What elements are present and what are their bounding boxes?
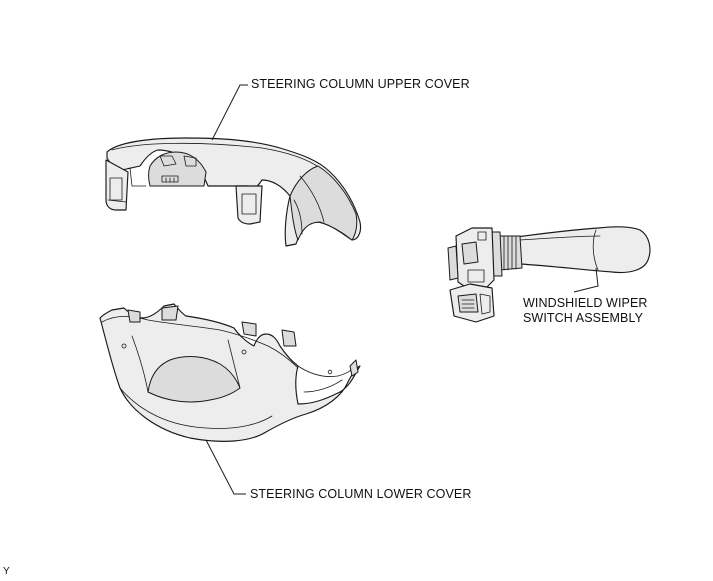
lower-cover-part — [99, 303, 361, 442]
wiper-switch-part — [447, 226, 651, 323]
upper-cover-part — [105, 137, 362, 247]
wiper-switch-label-line1: WINDSHIELD WIPER — [523, 296, 648, 310]
wiper-switch-label-line2: SWITCH ASSEMBLY — [523, 311, 644, 325]
upper-cover-label: STEERING COLUMN UPPER COVER — [251, 77, 470, 91]
lower-cover-label: STEERING COLUMN LOWER COVER — [250, 487, 472, 501]
lower-cover-leader — [205, 439, 246, 495]
upper-cover-leader — [211, 84, 248, 141]
wiper-switch-leader — [573, 267, 599, 293]
corner-mark: Y — [3, 566, 10, 577]
